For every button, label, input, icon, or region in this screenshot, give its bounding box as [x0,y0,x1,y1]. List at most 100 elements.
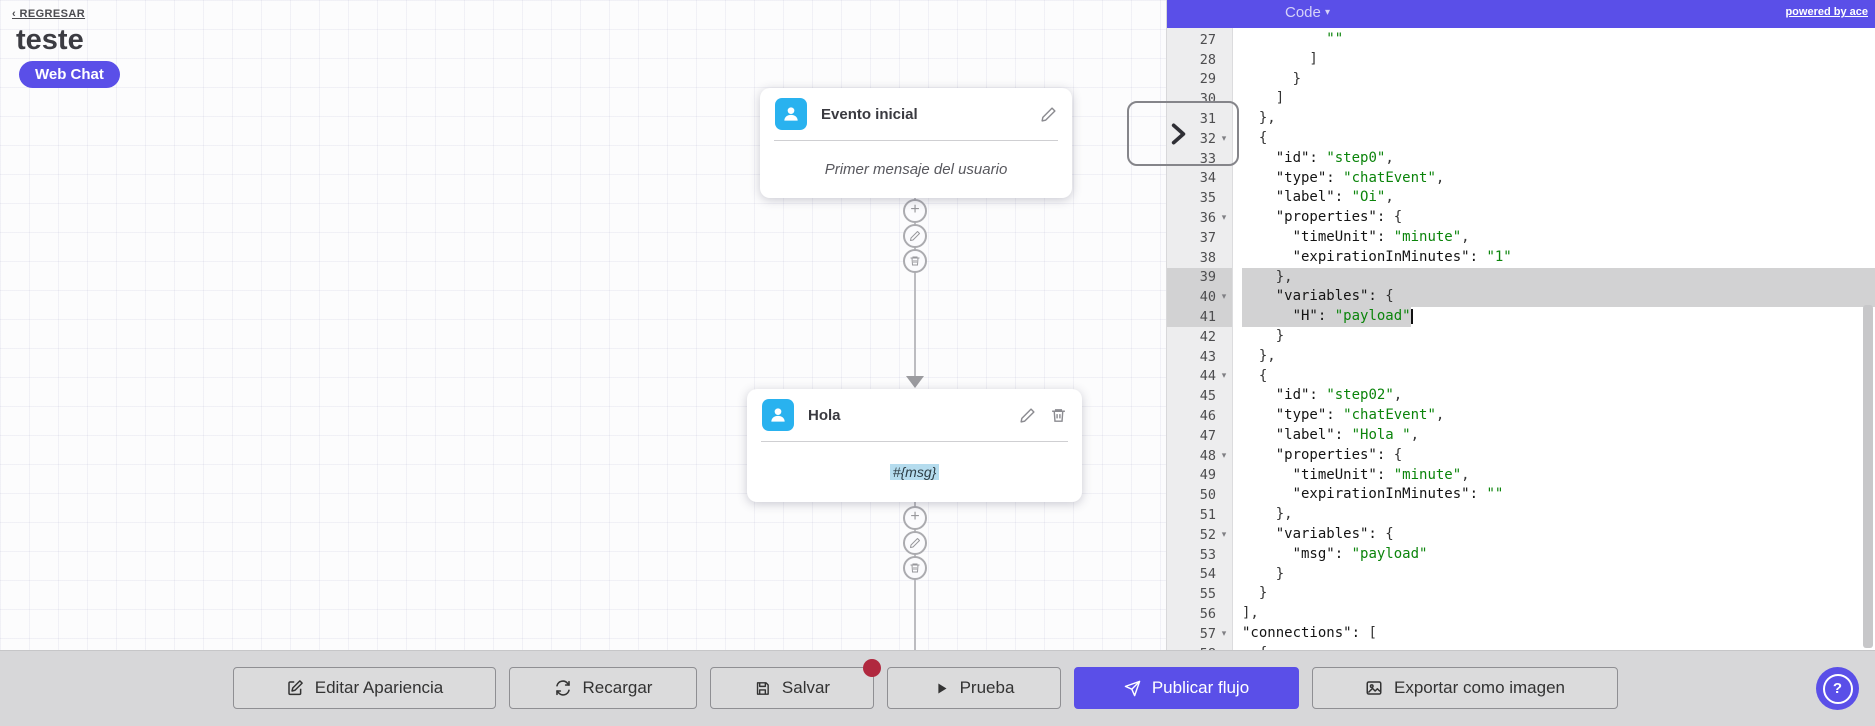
edit-node-button[interactable] [1019,407,1036,424]
code-line-29[interactable]: } [1242,70,1302,87]
code-line-54[interactable]: } [1242,565,1285,582]
code-line-53[interactable]: "msg": "payload" [1292,545,1428,562]
node-evento-inicial[interactable]: Evento inicial Primer mensaje del usuari… [760,88,1072,198]
fold-arrow-icon[interactable]: ▾ [1221,371,1227,382]
code-line-48[interactable]: "properties": { [1275,446,1403,463]
edit-connection-button[interactable] [903,531,927,555]
flow-canvas[interactable]: ‹ REGRESAR teste Web Chat + + Evento ini [0,0,1166,726]
code-line-37[interactable]: "timeUnit": "minute", [1292,228,1470,245]
test-button[interactable]: Prueba [887,667,1061,709]
delete-connection-button[interactable] [903,556,927,580]
save-button[interactable]: Salvar [710,659,881,709]
play-icon [937,683,947,693]
code-content[interactable]: "" ] } ] }, { "id": "step0", "type": "ch… [1233,28,1875,726]
panel-collapse-handle[interactable] [1127,101,1239,166]
gutter-line-33: 33 [1199,150,1216,167]
code-line-44[interactable]: { [1242,367,1268,384]
export-image-button[interactable]: Exportar como imagen [1312,667,1618,709]
code-line-50[interactable]: "expirationInMinutes": "" [1292,486,1504,503]
caret-down-icon: ▾ [1325,7,1331,18]
node-body-text: Primer mensaje del usuario [824,161,1008,178]
delete-connection-button[interactable] [903,249,927,273]
trash-icon [910,563,920,573]
gutter-line-55: 55 [1199,586,1216,603]
code-line-41[interactable]: "H": "payload" [1233,307,1875,327]
code-line-30[interactable]: ] [1242,90,1285,107]
edit-appearance-button[interactable]: Editar Apariencia [233,667,496,709]
gutter-line-41: 41 [1167,307,1232,327]
fold-arrow-icon[interactable]: ▾ [1221,529,1227,540]
powered-by-ace-link[interactable]: powered by ace [1785,6,1868,18]
publish-button[interactable]: Publicar flujo [1074,667,1299,709]
code-line-56[interactable]: ], [1242,605,1259,622]
code-line-38[interactable]: "expirationInMinutes": "1" [1292,248,1512,265]
gutter-line-27: 27 [1199,31,1216,48]
plus-icon: + [910,201,920,218]
gutter-line-30: 30 [1199,91,1216,108]
gutter-line-47: 47 [1199,427,1216,444]
code-line-57[interactable]: "connections": [ [1242,624,1377,641]
delete-node-button[interactable] [1050,407,1067,424]
gutter-line-56: 56 [1199,606,1216,622]
code-line-47[interactable]: "label": "Hola ", [1275,426,1420,443]
gutter-line-43: 43 [1199,348,1216,365]
reload-button[interactable]: Recargar [509,667,697,709]
help-button[interactable]: ? [1816,667,1859,710]
gutter-line-49: 49 [1199,467,1216,484]
edit-node-button[interactable] [1040,106,1057,123]
code-line-31[interactable]: }, [1242,110,1276,127]
code-line-32[interactable]: { [1242,129,1268,146]
flow-title: teste [16,24,84,56]
fold-arrow-icon[interactable]: ▾ [1221,213,1227,224]
gutter-line-46: 46 [1199,408,1216,425]
gutter-line-37: 37 [1199,229,1216,246]
gutter-line-57: 57▾ [1167,624,1232,644]
node-hola[interactable]: Hola #{msg} [747,389,1082,502]
fold-arrow-icon[interactable]: ▾ [1221,628,1227,639]
code-line-43[interactable]: }, [1242,347,1276,364]
user-icon [775,98,807,130]
gutter-line-53: 53 [1199,546,1216,563]
code-topbar: Code ▾ powered by ace [1167,0,1875,28]
gutter-line-52: 52▾ [1167,525,1232,545]
code-line-55[interactable]: } [1242,585,1268,602]
button-label: Editar Apariencia [314,678,444,697]
code-line-39[interactable]: }, [1233,267,1875,288]
code-line-45[interactable]: "id": "step02", [1275,387,1403,404]
edit-icon [287,680,303,696]
code-line-28[interactable]: ] [1242,50,1318,67]
code-line-49[interactable]: "timeUnit": "minute", [1292,466,1470,483]
code-line-27[interactable]: "" [1326,31,1344,47]
fold-arrow-icon[interactable]: ▾ [1221,450,1227,461]
code-line-35[interactable]: "label": "Oi", [1275,189,1394,206]
code-line-42[interactable]: } [1242,327,1285,344]
code-line-34[interactable]: "type": "chatEvent", [1275,169,1445,186]
back-link[interactable]: ‹ REGRESAR [12,8,86,20]
text-cursor [1410,309,1413,325]
code-line-52[interactable]: "variables": { [1275,525,1394,542]
fold-arrow-icon[interactable]: ▾ [1221,133,1227,144]
edit-connection-button[interactable] [903,224,927,248]
node-divider [774,140,1058,141]
code-line-51[interactable]: }, [1242,506,1293,523]
fold-arrow-icon[interactable]: ▾ [1221,292,1227,303]
add-step-button[interactable]: + [903,199,927,223]
add-step-button[interactable]: + [903,506,927,530]
save-icon [756,681,769,695]
gutter-line-39: 39 [1167,267,1232,288]
node-divider [761,441,1068,442]
gutter-line-29: 29 [1199,71,1216,88]
gutter-line-31: 31 [1199,111,1216,128]
code-line-33[interactable]: "id": "step0", [1275,149,1394,166]
chevron-right-icon [1171,122,1186,145]
code-line-40[interactable]: "variables": { [1233,287,1875,308]
question-mark: ? [1832,680,1843,697]
gutter-line-50: 50 [1199,487,1216,504]
code-line-36[interactable]: "properties": { [1275,209,1403,226]
code-line-46[interactable]: "type": "chatEvent", [1275,407,1445,424]
scrollbar-thumb[interactable] [1863,305,1873,648]
variable-chip: #{msg} [889,464,940,480]
code-mode-dropdown[interactable]: Code ▾ [1285,4,1330,21]
